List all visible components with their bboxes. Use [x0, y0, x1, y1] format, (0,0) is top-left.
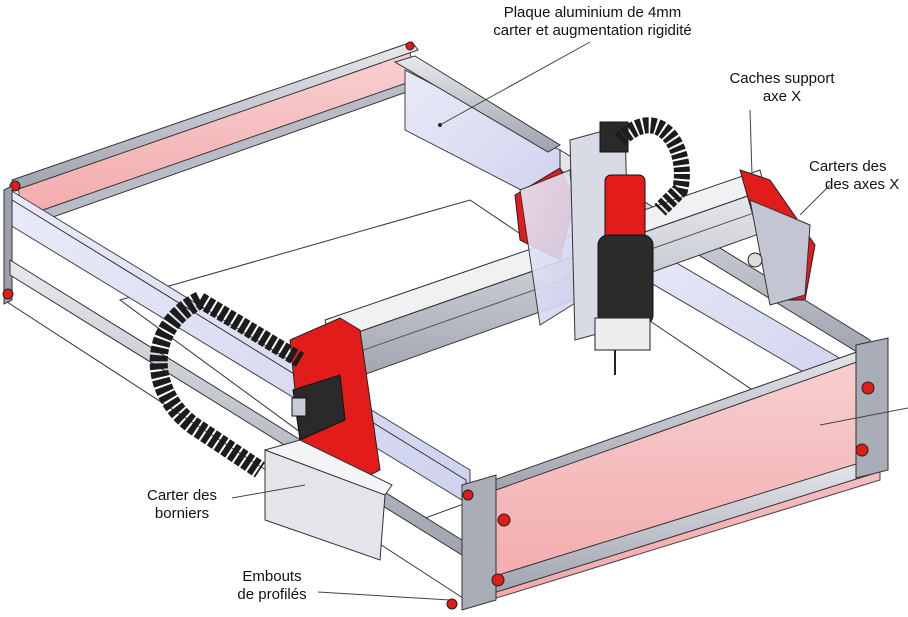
stepper-motor: [291, 374, 346, 441]
leader-front-panel: [819, 407, 908, 426]
leader-borniers: [231, 484, 306, 499]
label-plaque-line2: carter et augmentation rigidité: [493, 22, 692, 39]
terminal-cover: [263, 439, 393, 561]
label-caches-line1: Caches support: [729, 70, 835, 87]
label-borniers-line2: borniers: [154, 505, 210, 522]
label-borniers: Carter des borniers: [132, 487, 232, 523]
label-embouts: Embouts de profilés: [222, 568, 322, 604]
label-embouts-line1: Embouts: [242, 568, 302, 585]
z-axis: [569, 121, 654, 375]
label-embouts-line2: de profilés: [237, 586, 307, 603]
label-caches: Caches support axe X: [722, 70, 842, 106]
label-carters-line2: des axes X: [825, 176, 900, 193]
leader-lines: [231, 41, 908, 601]
label-caches-line2: axe X: [762, 88, 802, 105]
leader-embouts: [317, 591, 451, 601]
label-plaque-line1: Plaque aluminium de 4mm: [503, 4, 682, 21]
back-frame: [9, 41, 419, 229]
leader-carters: [799, 184, 831, 216]
label-carters-axes: Carters des des axes X: [809, 158, 908, 194]
cable-chains: [149, 117, 690, 478]
leader-caches: [749, 109, 753, 176]
label-borniers-line1: Carter des: [146, 487, 218, 504]
label-plaque: Plaque aluminium de 4mm carter et augmen…: [455, 4, 730, 40]
front-frame: [446, 337, 889, 611]
label-carters-line1: Carters des: [809, 158, 887, 175]
leader-plaque: [439, 41, 591, 126]
